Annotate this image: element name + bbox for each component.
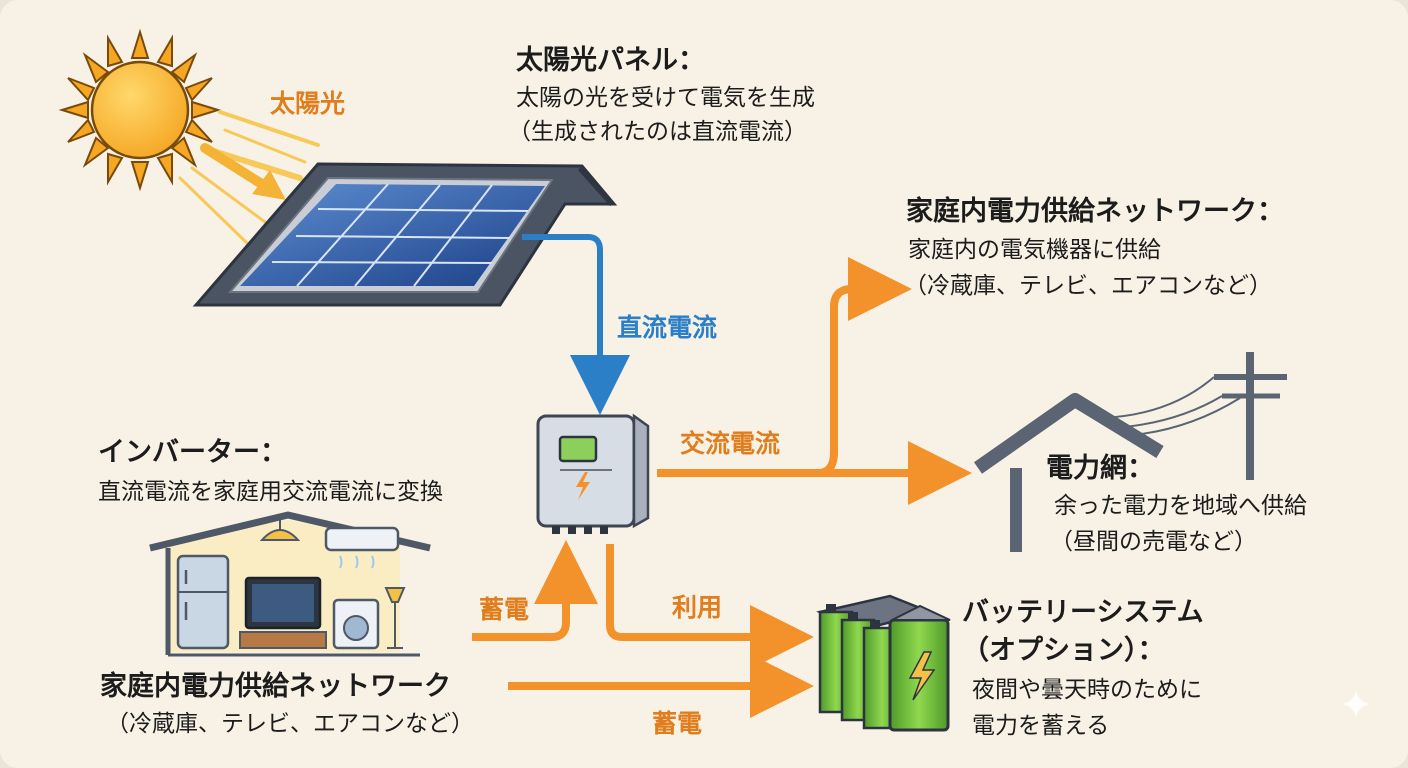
inverter-desc: 直流電流を家庭用交流電流に変換 <box>98 479 443 505</box>
battery-icon <box>816 594 951 732</box>
charge-bottom-label: 蓄電 <box>652 709 703 738</box>
battery-title-2: （オプション）： <box>962 635 1165 666</box>
battery-desc-1: 夜間や曇天時のために <box>972 677 1202 703</box>
solar-panel-desc-1: 太陽の光を受けて電気を生成 <box>516 85 815 111</box>
home-network-top-title: 家庭内電力供給ネットワーク： <box>906 196 1284 227</box>
home-network-bottom-desc: （冷蔵庫、テレビ、エアコンなど） <box>106 711 474 737</box>
dc-flow-label: 直流電流 <box>617 313 718 342</box>
house-utility-pole-icon <box>973 352 1287 552</box>
inverter-icon <box>536 413 650 534</box>
solar-panel-title: 太陽光パネル： <box>516 45 705 76</box>
battery-desc-2: 電力を蓄える <box>972 713 1110 739</box>
grid-desc-1: 余った電力を地域へ供給 <box>1054 493 1307 519</box>
ac-flow-arrows <box>472 257 972 718</box>
dc-flow-arrow <box>522 234 630 415</box>
battery-title-1: バッテリーシステム <box>962 597 1204 628</box>
home-network-top-desc-1: 家庭内の電気機器に供給 <box>908 237 1161 263</box>
ac-flow-label: 交流電流 <box>680 429 781 458</box>
sunlight-rays <box>178 110 320 246</box>
sunlight-arrow <box>200 143 286 200</box>
use-label: 利用 <box>672 593 723 622</box>
sunlight-label: 太陽光 <box>270 89 346 118</box>
home-appliances-icon <box>149 511 431 657</box>
home-network-bottom-title: 家庭内電力供給ネットワーク <box>100 671 451 702</box>
grid-desc-2: （昼間の売電など） <box>1050 529 1257 555</box>
home-network-top-desc-2: （冷蔵庫、テレビ、エアコンなど） <box>904 273 1272 299</box>
sparkle-icon <box>1342 690 1370 718</box>
solar-panel-desc-2: （生成されたのは直流電流） <box>508 119 807 145</box>
grid-title: 電力網： <box>1046 453 1154 484</box>
inverter-title: インバーター： <box>98 437 287 468</box>
solar-panel-icon <box>192 162 618 307</box>
sun-icon <box>58 28 222 192</box>
charge-up-label: 蓄電 <box>479 595 530 624</box>
